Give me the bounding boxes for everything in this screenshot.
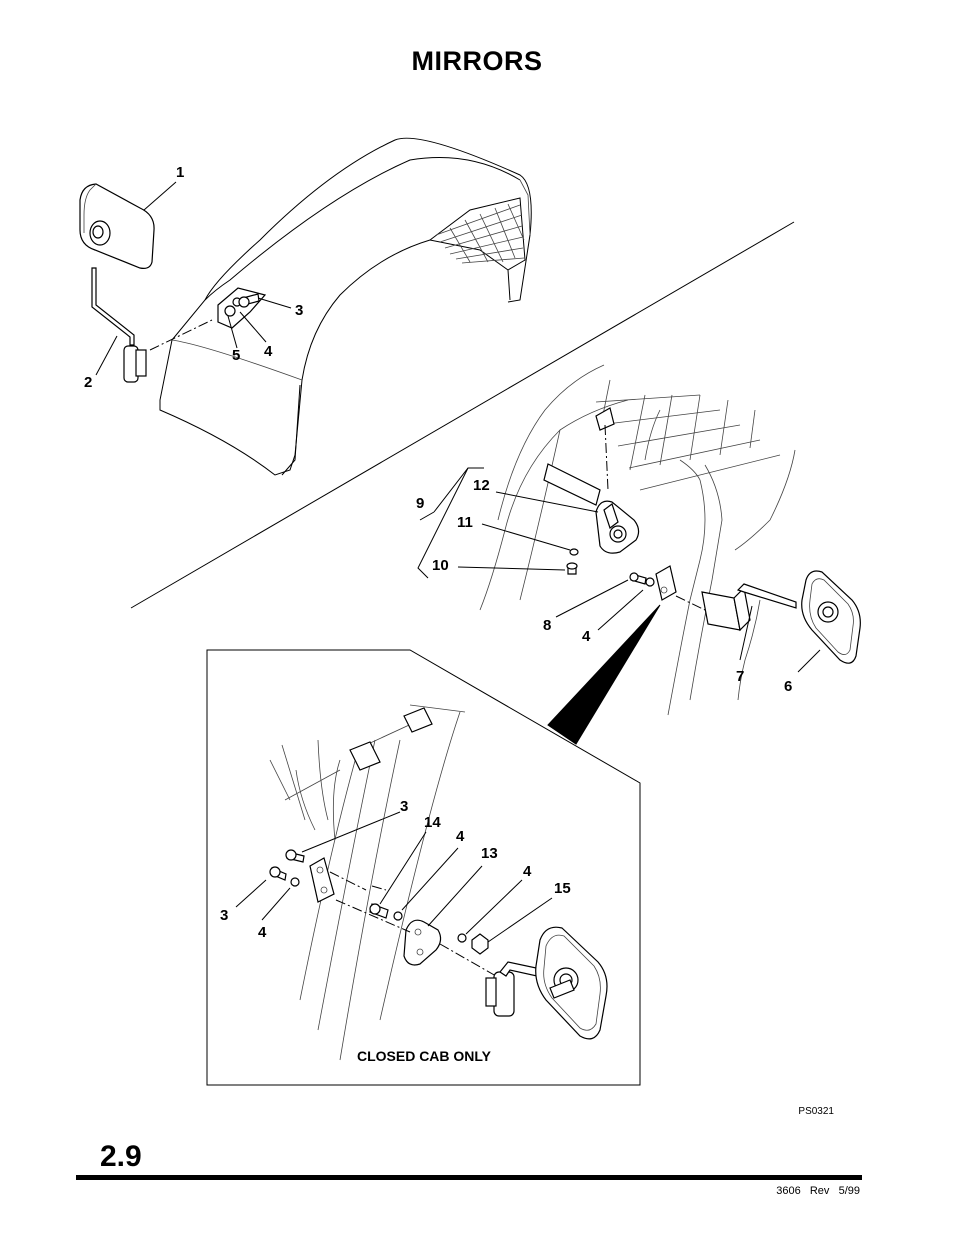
callout-3: 3	[295, 302, 303, 319]
mirror-head-1	[79, 183, 155, 269]
callout-8: 8	[543, 617, 551, 634]
callout-7: 7	[736, 668, 744, 685]
callout-12: 12	[473, 477, 490, 494]
callout-2: 2	[84, 374, 92, 391]
inset-callout-4-upper: 4	[456, 828, 465, 845]
fender-drawing	[149, 137, 532, 476]
mirror-arm-2	[91, 267, 147, 383]
inset-callout-4-left: 4	[258, 924, 267, 941]
inset-box	[206, 604, 661, 1086]
callout-6: 6	[784, 678, 792, 695]
inset-callout-3-top: 3	[400, 798, 408, 815]
callout-4: 4	[264, 343, 273, 360]
section-divider-line	[130, 221, 795, 609]
footer-revision: 3606 Rev 5/99	[776, 1185, 860, 1197]
inset-caption: CLOSED CAB ONLY	[357, 1048, 492, 1064]
mirror-head-6	[801, 570, 861, 664]
callout-4-middle: 4	[582, 628, 591, 645]
callout-1: 1	[176, 164, 184, 181]
inset-callout-15: 15	[554, 880, 571, 897]
page-title: MIRRORS	[411, 46, 543, 76]
leader-lines	[95, 181, 821, 943]
inset-callout-13: 13	[481, 845, 498, 862]
inset-callout-14: 14	[424, 814, 441, 831]
callout-10: 10	[432, 557, 449, 574]
figure-id: PS0321	[798, 1106, 834, 1117]
mirror-arm-7	[701, 583, 797, 632]
section-number: 2.9	[100, 1140, 142, 1173]
callout-11: 11	[457, 514, 473, 531]
cab-post-drawing	[479, 364, 796, 716]
callout-9: 9	[416, 495, 424, 512]
footer-rule	[76, 1175, 862, 1180]
inset-callout-3-left: 3	[220, 907, 228, 924]
callout-5: 5	[232, 347, 240, 364]
inset-callout-4-right: 4	[523, 863, 532, 880]
